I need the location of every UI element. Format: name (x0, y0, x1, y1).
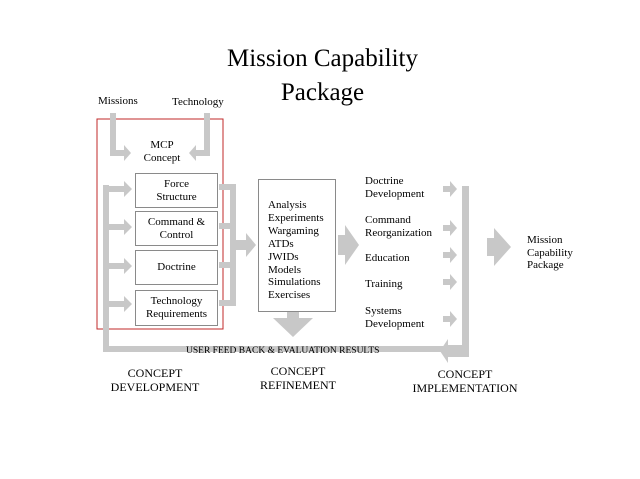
refinement-item: JWIDs (268, 250, 299, 263)
refinement-item: Experiments (268, 211, 324, 224)
technology-arrow (189, 113, 210, 161)
doctrine-development-line1: Doctrine (365, 175, 404, 187)
phase-refinement-line1: CONCEPT (270, 364, 326, 378)
phase-development-line2: DEVELOPMENT (110, 379, 200, 394)
mcp-line1: MCP (150, 139, 174, 151)
title-line1: Mission Capability (227, 45, 418, 72)
phase-implementation-line1: CONCEPT (437, 367, 493, 381)
phase-development-line1: CONCEPT (127, 366, 183, 380)
arrow-to-implementation (338, 225, 359, 265)
systems-development-line1: Systems (365, 305, 402, 317)
technology-requirements-line1: Technology (150, 295, 203, 308)
systems-development: Systems Development (365, 305, 424, 331)
education-label: Education (365, 252, 410, 264)
title-line2: Package (280, 79, 365, 106)
phase-refinement-line2: REFINEMENT (260, 377, 336, 392)
bracket-tick-doctrine (219, 262, 230, 268)
command-reorganization-line1: Command (365, 214, 411, 226)
doctrine-box: Doctrine (135, 250, 218, 285)
output-line1: Mission (527, 234, 563, 246)
arrow-training (443, 274, 457, 290)
refinement-item: Analysis (268, 199, 307, 211)
systems-development-line2: Development (365, 317, 425, 330)
refinement-item: Simulations (268, 276, 321, 289)
output-line2: Capability (527, 246, 573, 259)
output-line3: Package (527, 259, 564, 272)
command-reorganization-line2: Reorganization (365, 226, 432, 239)
technology-requirements-line2: Requirements (145, 308, 208, 320)
refinement-item: ATDs (268, 237, 294, 250)
feedback-label: USER FEED BACK & EVALUATION RESULTS (186, 346, 380, 356)
missions-arrow (110, 113, 131, 161)
command-reorganization: Command Reorganization (365, 214, 432, 240)
mcp-line2: Concept (143, 152, 181, 164)
arrow-to-output (487, 228, 511, 266)
phase-implementation-line2: IMPLEMENTATION (412, 380, 518, 395)
arrow-to-refinement (236, 233, 256, 257)
output-package: Mission Capability Package (527, 234, 573, 272)
refinement-down-arrow (273, 312, 313, 337)
training-label: Training (365, 278, 403, 290)
arrow-systems-development (443, 311, 457, 327)
arrow-into-force-structure (109, 181, 132, 197)
phase-concept-refinement: CONCEPT REFINEMENT (243, 364, 353, 393)
technology-label: Technology (172, 96, 224, 108)
command-control-line1: Command & (147, 215, 206, 228)
arrow-education (443, 247, 457, 263)
refinement-item: Wargaming (268, 224, 319, 237)
doctrine-label: Doctrine (157, 261, 196, 274)
outputs-bracket (219, 184, 236, 306)
implementation-bar (440, 186, 469, 363)
bracket-tick-cc (219, 223, 230, 229)
doctrine-development: Doctrine Development (365, 175, 424, 201)
refinement-item: Exercises (268, 289, 311, 302)
arrow-command-reorganization (443, 220, 457, 236)
arrow-into-technology-requirements (109, 296, 132, 312)
force-structure-line1: Force (163, 177, 190, 190)
phase-concept-development: CONCEPT DEVELOPMENT (100, 366, 210, 395)
force-structure-line2: Structure (156, 190, 197, 203)
doctrine-development-line2: Development (365, 187, 425, 200)
command-control-line2: Control (159, 228, 194, 241)
arrow-into-command-control (109, 219, 132, 235)
command-control-box: Command &Control (135, 211, 218, 246)
missions-label: Missions (98, 95, 138, 107)
arrow-doctrine-development (443, 181, 457, 197)
refinement-item: Models (268, 263, 301, 276)
arrow-into-doctrine (109, 258, 132, 274)
phase-concept-implementation: CONCEPT IMPLEMENTATION (400, 367, 530, 396)
